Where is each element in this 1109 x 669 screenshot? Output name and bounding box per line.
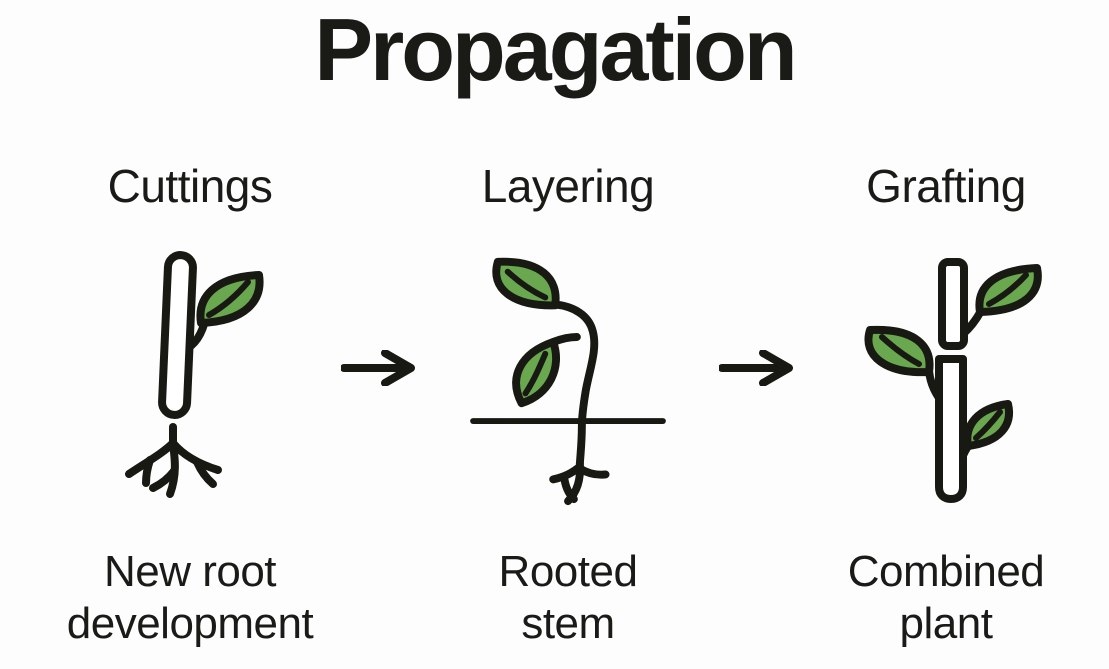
method-grafting: Grafting — [796, 158, 1096, 650]
grafted-split-stem-icon — [864, 257, 1042, 503]
roots — [124, 423, 222, 499]
method-cuttings: Cuttings — [40, 158, 340, 650]
method-layering: Layering — [418, 158, 718, 650]
layering-icon-box — [469, 240, 667, 520]
stem-cutting-with-roots-icon — [124, 251, 264, 499]
cuttings-icon-box — [113, 240, 268, 520]
method-grafting-caption: Combined plant — [848, 546, 1045, 650]
right-arrow-icon — [341, 350, 415, 387]
caption-line: New root — [103, 547, 277, 597]
rootstock-stem-segment — [934, 354, 967, 503]
method-grafting-label: Grafting — [866, 160, 1026, 213]
method-layering-caption: Rooted stem — [499, 546, 638, 650]
arrow-cuttings-to-layering — [340, 158, 418, 387]
bottom-right-leaf-vein — [972, 408, 1003, 441]
bent-stem — [550, 300, 599, 468]
method-cuttings-caption: New root development — [66, 546, 314, 650]
right-arrow-icon — [719, 350, 793, 387]
page-title: Propagation — [314, 0, 797, 99]
arrow-layering-to-grafting — [718, 158, 796, 387]
roots — [549, 459, 610, 506]
caption-line: Combined — [847, 547, 1045, 597]
grafting-icon-box — [849, 240, 1044, 520]
cut-stem — [157, 251, 197, 420]
leaf-vein — [205, 279, 251, 319]
method-cuttings-label: Cuttings — [107, 160, 273, 213]
method-layering-label: Layering — [481, 160, 655, 213]
caption-line: plant — [899, 599, 993, 649]
methods-row: Cuttings — [40, 158, 1109, 650]
lower-leaf-vein — [522, 351, 549, 397]
caption-line: Rooted — [498, 547, 638, 597]
bent-stem-rooted-in-soil-icon — [470, 258, 666, 506]
scion-stem-segment — [937, 257, 968, 350]
caption-line: development — [66, 599, 314, 649]
top-right-leaf-vein — [985, 271, 1029, 307]
caption-line: stem — [521, 599, 615, 649]
upper-leaf-vein — [504, 269, 549, 301]
mid-left-leaf-vein — [878, 333, 922, 367]
